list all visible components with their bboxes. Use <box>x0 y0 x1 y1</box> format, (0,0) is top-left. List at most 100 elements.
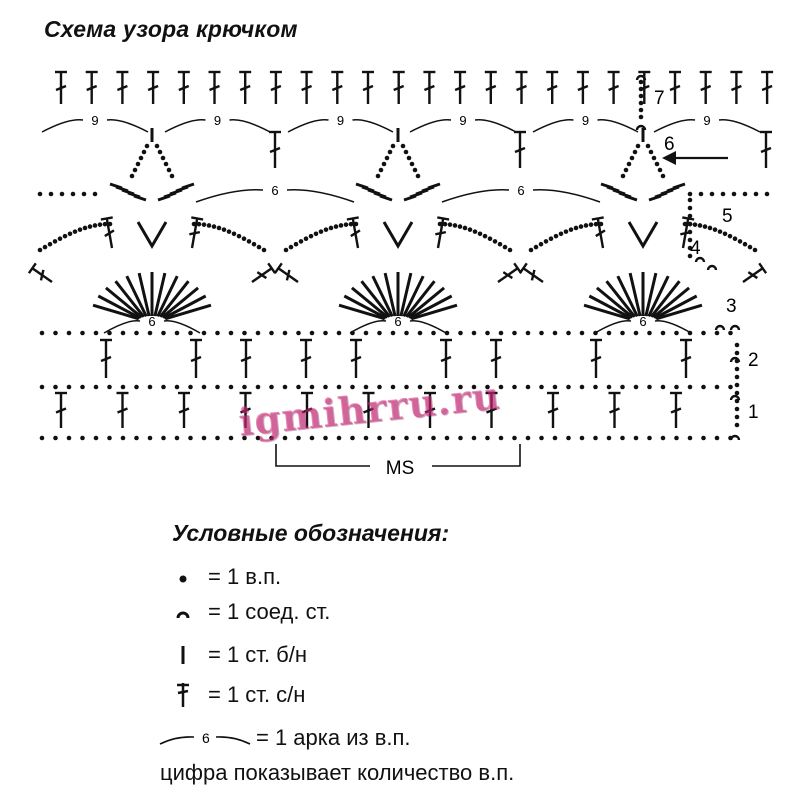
arch-count: 9 <box>582 113 589 128</box>
chain-dot <box>525 330 531 336</box>
fan-single-crochet <box>654 294 698 320</box>
chain-dot <box>417 330 423 336</box>
chain-dot <box>120 330 126 336</box>
chain-dot <box>734 358 740 364</box>
arch-count: 6 <box>394 314 401 329</box>
chain-dot <box>80 384 85 390</box>
legend-title: Условные обозначения: <box>172 520 450 546</box>
double-crochet-stitch <box>301 391 313 428</box>
chain-dot <box>163 161 169 167</box>
chain-dot <box>638 86 644 92</box>
chain-dot <box>228 384 234 390</box>
chain-dot <box>606 330 612 336</box>
double-crochet-stitch <box>669 70 681 104</box>
chain-dot <box>323 384 328 390</box>
chain-dot <box>498 330 504 336</box>
chain-dot <box>47 241 53 247</box>
chain-dot <box>737 239 743 244</box>
double-crochet-stitch <box>730 70 743 104</box>
chain-dot <box>431 330 436 336</box>
slip-stitch <box>635 74 647 81</box>
double-crochet-stitch <box>116 70 129 104</box>
chain-dot <box>533 244 539 250</box>
chain-dot <box>157 149 163 155</box>
chain-dot <box>39 384 45 390</box>
fan-single-crochet <box>371 275 394 318</box>
double-crochet-stitch <box>239 391 252 428</box>
double-crochet-stitch <box>699 70 712 104</box>
chain-dot <box>92 191 98 197</box>
chain-dot <box>485 330 490 336</box>
chain-dot <box>552 330 558 336</box>
fan-single-crochet <box>125 275 148 318</box>
chain-dot <box>120 435 126 441</box>
chain-dot <box>269 330 274 336</box>
double-crochet-stitch <box>55 70 67 104</box>
chain-dot <box>303 236 309 242</box>
double-crochet-stitch <box>590 338 602 378</box>
chain-dot <box>387 149 393 155</box>
chain-dot <box>120 384 126 390</box>
chain-arch-right <box>409 320 447 334</box>
repeat-bracket-right <box>432 444 521 467</box>
double-crochet-stitch <box>680 338 692 378</box>
v-stitch <box>627 221 659 249</box>
double-crochet-stitch <box>435 216 450 249</box>
chain-dot <box>573 225 579 231</box>
chain-dot <box>228 330 234 336</box>
chain-dot <box>734 366 740 372</box>
chain-dot <box>66 330 72 336</box>
chain-dot <box>216 225 222 231</box>
fan-single-crochet <box>137 272 151 317</box>
double-crochet-stitch <box>761 70 774 104</box>
chain-dot <box>80 435 85 441</box>
chain-dot <box>734 406 740 412</box>
chain-dot <box>635 143 641 149</box>
chain-arch-left <box>653 119 696 133</box>
chain-arch-left <box>164 119 206 133</box>
chain-dot <box>188 384 193 390</box>
double-crochet-stitch <box>346 216 361 249</box>
chain-dot <box>566 435 571 441</box>
chain-dot <box>107 435 112 441</box>
double-crochet-stitch <box>273 262 299 283</box>
chain-arch-right <box>352 119 394 133</box>
chain-dot <box>166 167 172 173</box>
chain-dot <box>734 390 740 396</box>
chain-dot <box>471 330 477 336</box>
chain-dot <box>647 384 652 390</box>
fan-single-crochet <box>655 303 703 321</box>
chain-dot <box>714 384 720 390</box>
fan-single-crochet <box>595 286 634 319</box>
double-crochet-stitch <box>269 130 281 168</box>
chain-dot <box>39 330 45 336</box>
chain-dot <box>72 229 78 234</box>
chain-dot <box>417 384 423 390</box>
chain-dot <box>633 330 639 336</box>
double-crochet-stitch <box>423 70 436 104</box>
chain-dot <box>309 330 315 336</box>
arch-count: 6 <box>202 730 210 746</box>
chain-dot <box>497 241 503 247</box>
double-crochet-stitch <box>189 216 204 249</box>
chain-dot <box>231 231 237 237</box>
chain-dot <box>588 222 594 227</box>
double-crochet-stitch <box>239 70 252 104</box>
double-crochet-stitch <box>742 262 768 283</box>
fan-single-crochet <box>156 275 179 318</box>
legend-text: = 1 арка из в.п. <box>256 725 411 750</box>
chain-dot <box>59 191 65 197</box>
chain-dot <box>638 100 644 106</box>
chain-dot <box>471 435 477 441</box>
chain-dot <box>638 114 644 120</box>
chain-dot <box>37 191 43 197</box>
chain-dot <box>674 330 679 336</box>
chain-dot <box>701 330 706 336</box>
chain-dot <box>269 435 274 441</box>
chain-dot <box>82 225 88 231</box>
chain-dot <box>552 384 558 390</box>
chain-dot <box>404 435 409 441</box>
chain-dot <box>147 384 153 390</box>
chain-dot <box>444 435 450 441</box>
chain-dot <box>538 241 544 247</box>
